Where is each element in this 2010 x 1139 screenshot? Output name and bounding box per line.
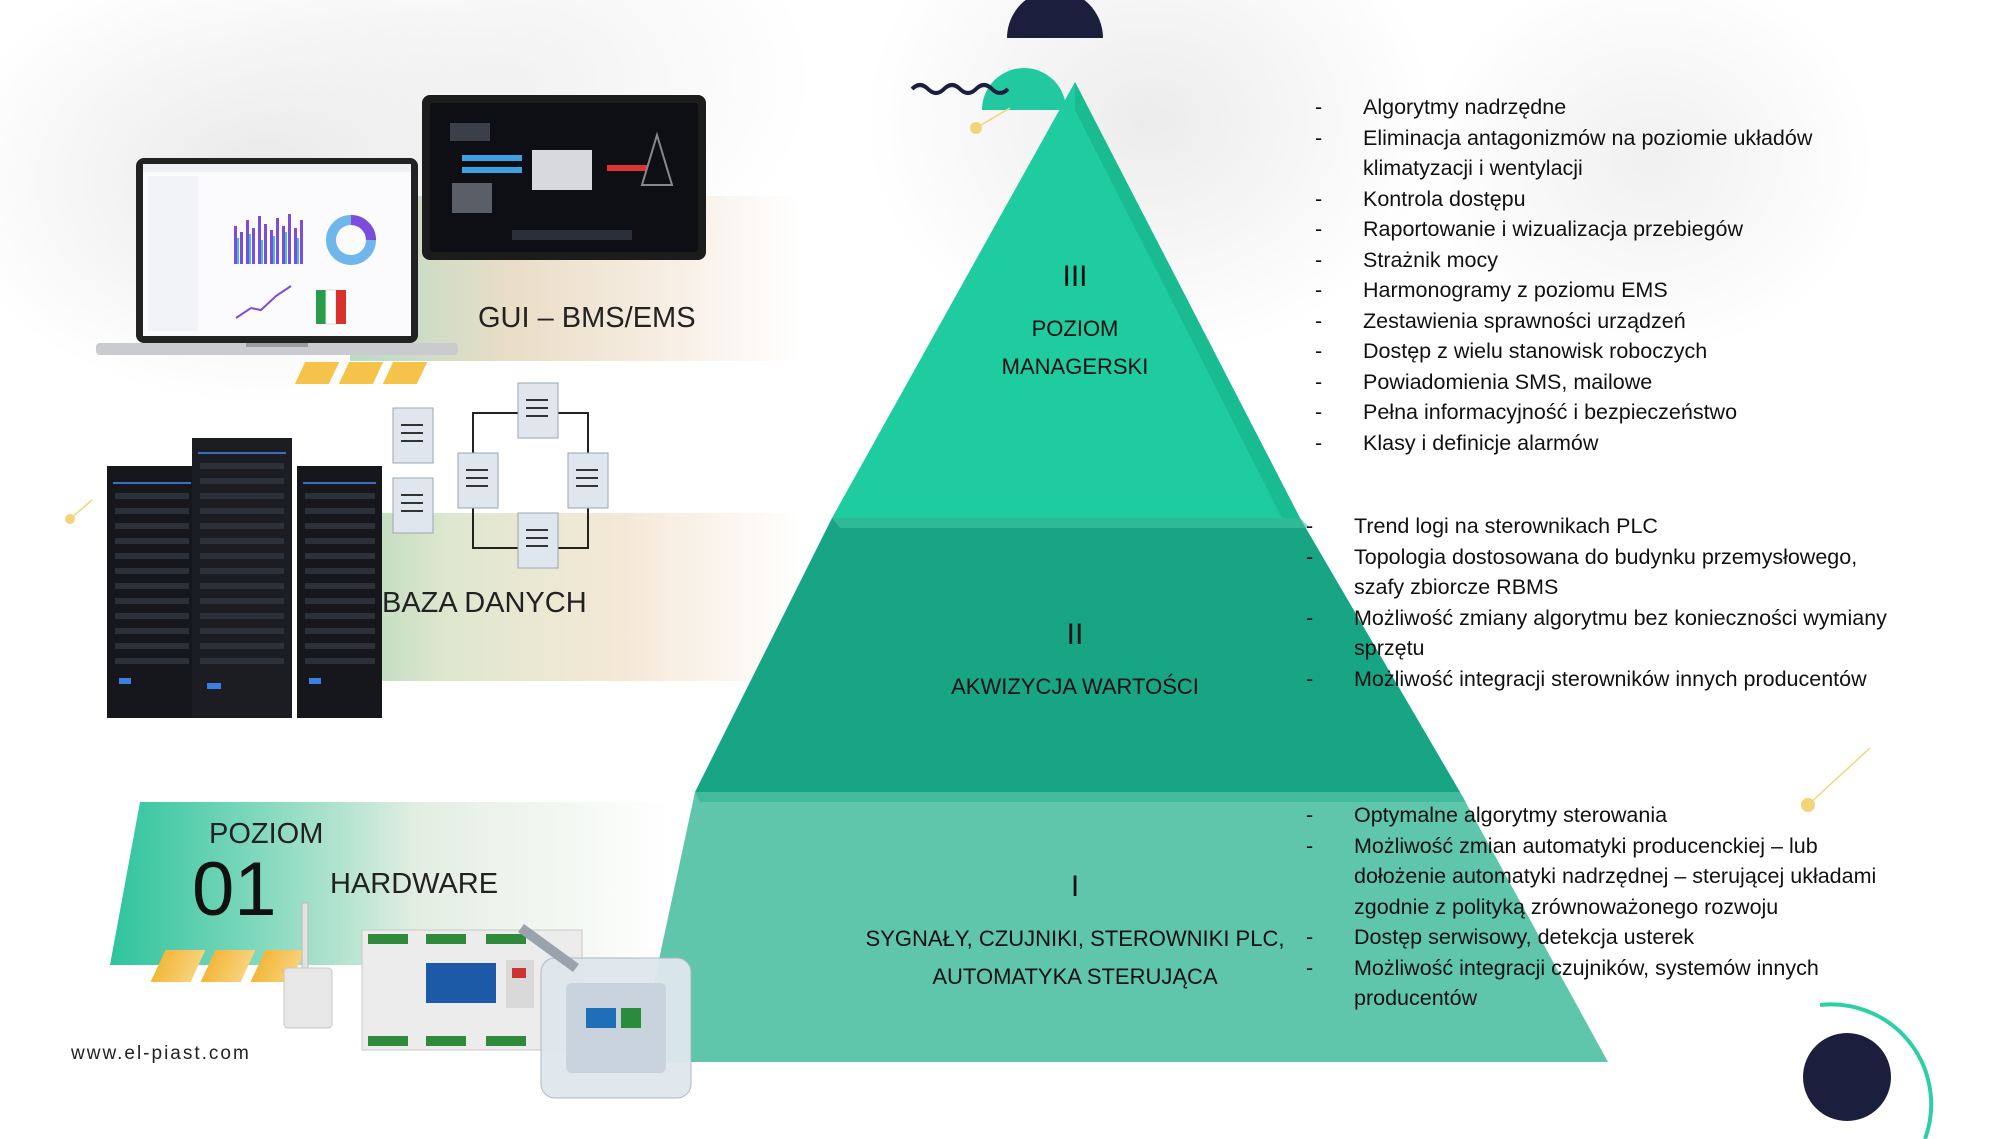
list-item: klimatyzacji i wentylacji [1363, 156, 1583, 180]
laptop-dashboard-icon [96, 158, 458, 355]
list-item: zgodnie z polityką zrównoważonego rozwoj… [1354, 894, 1779, 919]
level-2-list: Trend logi na sterownikach PLC Topologia… [1306, 511, 1887, 694]
list-item: Powiadomienia SMS, mailowe [1315, 367, 1812, 398]
level-3-text: III POZIOM MANAGERSKI [925, 260, 1225, 386]
level-1-title: SYGNAŁY, CZUJNIKI, STEROWNIKI PLC, [865, 926, 1285, 951]
hardware-label: HARDWARE [330, 868, 499, 900]
list-item: Dostęp serwisowy, detekcja usterek [1306, 922, 1876, 953]
level-3-title: POZIOM [1031, 316, 1119, 341]
list-item: Możliwość integracji czujników, systemów… [1306, 953, 1876, 984]
list-item: Optymalne algorytmy sterowania [1306, 800, 1876, 831]
list-item: Eliminacja antagonizmów na poziomie ukła… [1315, 123, 1812, 154]
list-item: Zestawienia sprawności urządzeń [1315, 306, 1812, 337]
pyramid-level-1-edge [695, 792, 1466, 802]
list-item: Klasy i definicje alarmów [1315, 428, 1812, 459]
level-1-list: Optymalne algorytmy sterowania Możliwość… [1306, 800, 1876, 1014]
level-1-text: I SYGNAŁY, CZUJNIKI, STEROWNIKI PLC, AUT… [825, 870, 1325, 996]
list-item: Pełna informacyjność i bezpieczeństwo [1315, 397, 1812, 428]
hardware-poziom-label: POZIOM [209, 818, 324, 850]
level-1-number: I [1070, 870, 1080, 903]
plc-controller-icon [283, 902, 692, 1099]
database-network-icon [392, 382, 609, 569]
list-item: Strażnik mocy [1315, 245, 1812, 276]
website-url: www.el-piast.com [71, 1043, 251, 1064]
level-2-number: II [1066, 618, 1084, 651]
level-2-title: AKWIZYCJA WARTOŚCI [951, 674, 1199, 699]
sensor-icon [301, 902, 309, 974]
monitor-scada-icon [422, 95, 706, 260]
list-item: szafy zbiorcze RBMS [1354, 575, 1559, 599]
server-rack-icon [107, 438, 382, 718]
level-1-title-2: AUTOMATYKA STERUJĄCA [932, 964, 1218, 989]
list-item: Trend logi na sterownikach PLC [1306, 511, 1887, 542]
pyramid-level-3 [832, 82, 1300, 518]
list-item: Dostęp z wielu stanowisk roboczych [1315, 336, 1812, 367]
list-item: Harmonogramy z poziomu EMS [1315, 275, 1812, 306]
list-item: Kontrola dostępu [1315, 184, 1812, 215]
list-item: Raportowanie i wizualizacja przebiegów [1315, 214, 1812, 245]
list-item: sprzętu [1354, 636, 1425, 660]
list-item: Topologia dostosowana do budynku przemys… [1306, 542, 1887, 573]
pyramid-level-3-edge [1075, 82, 1300, 518]
level-2-text: II AKWIZYCJA WARTOŚCI [925, 618, 1225, 706]
level-3-number: III [1062, 260, 1088, 293]
pyramid-level-2-edge [832, 518, 1310, 528]
level-3-title-2: MANAGERSKI [1001, 354, 1149, 379]
list-item: producentów [1354, 986, 1478, 1010]
list-item: Algorytmy nadrzędne [1315, 92, 1812, 123]
list-item: Możliwość zmian automatyki producenckiej… [1306, 831, 1876, 862]
hardware-number: 01 [192, 847, 277, 932]
list-item: Możliwość integracji sterowników innych … [1306, 664, 1887, 695]
list-item: Możliwość zmiany algorytmu bez konieczno… [1306, 603, 1887, 634]
list-item: dołożenie automatyki nadrzędnej – steruj… [1354, 864, 1877, 888]
pyramid-level-2 [695, 518, 1460, 792]
database-label: BAZA DANYCH [382, 587, 587, 619]
gui-label: GUI – BMS/EMS [478, 302, 696, 334]
level-3-list: Algorytmy nadrzędne Eliminacja antagoniz… [1315, 92, 1812, 458]
